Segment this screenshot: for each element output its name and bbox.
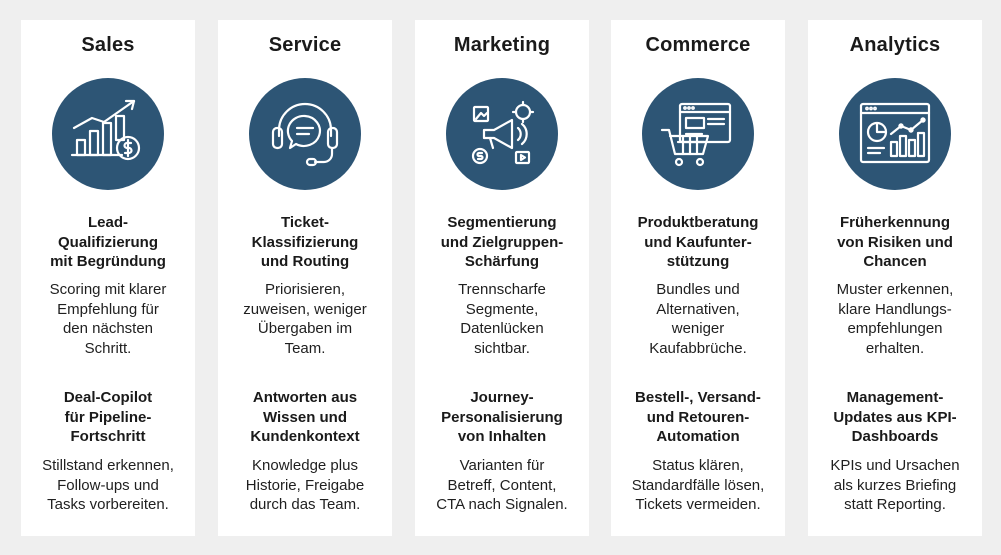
feature-2-title: Management- Updates aus KPI- Dashboards — [833, 389, 957, 445]
feature-1-title: Lead- Qualifizierung mit Begründung — [50, 214, 166, 270]
column-title: Sales — [81, 34, 135, 56]
feature-2-description: Knowledge plus Historie, Freigabe durch … — [245, 457, 365, 513]
column-service: Service Ticket- Klassifizierung und Rout… — [218, 20, 392, 536]
column-sales: Sales Lead- Qualifizierung mit Begründun… — [21, 20, 195, 536]
megaphone-media-icon — [446, 78, 558, 190]
feature-1-title: Ticket- Klassifizierung und Routing — [251, 214, 359, 270]
shopping-cart-browser-icon — [642, 78, 754, 190]
feature-2-title: Journey- Personalisierung von Inhalten — [441, 389, 563, 445]
feature-2-title: Bestell-, Versand- und Retouren- Automat… — [635, 389, 761, 445]
feature-2-description: Stillstand erkennen, Follow-ups und Task… — [42, 457, 174, 513]
feature-1-description: Bundles und Alternativen, weniger Kaufab… — [649, 281, 747, 357]
headset-chat-icon — [249, 78, 361, 190]
column-title: Analytics — [849, 34, 941, 56]
column-commerce: Commerce Produktberatung und Kaufunter- … — [611, 20, 785, 536]
feature-1-description: Priorisieren, zuweisen, weniger Übergabe… — [243, 281, 367, 357]
column-title: Service — [268, 34, 342, 56]
sales-growth-chart-icon — [52, 78, 164, 190]
feature-2-description: KPIs und Ursachen als kurzes Briefing st… — [830, 457, 960, 513]
feature-1-title: Segmentierung und Zielgruppen- Schärfung — [440, 214, 564, 270]
feature-2-description: Status klären, Standardfälle lösen, Tick… — [631, 457, 765, 513]
column-analytics: Analytics Früherkennung von Risiken und … — [808, 20, 982, 536]
feature-2-title: Antworten aus Wissen und Kundenkontext — [250, 389, 360, 445]
analytics-dashboard-icon — [839, 78, 951, 190]
feature-1-title: Produktberatung und Kaufunter- stützung — [637, 214, 759, 270]
column-title: Commerce — [645, 34, 751, 56]
feature-1-description: Trennscharfe Segmente, Datenlücken sicht… — [458, 281, 546, 357]
feature-1-description: Muster erkennen, klare Handlungs- empfeh… — [836, 281, 954, 357]
column-title: Marketing — [453, 34, 551, 56]
column-marketing: Marketing Segmentierung und Zielgruppen-… — [415, 20, 589, 536]
feature-1-title: Früherkennung von Risiken und Chancen — [837, 214, 953, 270]
feature-2-title: Deal-Copilot für Pipeline- Fortschritt — [63, 389, 153, 445]
feature-1-description: Scoring mit klarer Empfehlung für den nä… — [49, 281, 167, 357]
feature-2-description: Varianten für Betreff, Content, CTA nach… — [436, 457, 568, 513]
